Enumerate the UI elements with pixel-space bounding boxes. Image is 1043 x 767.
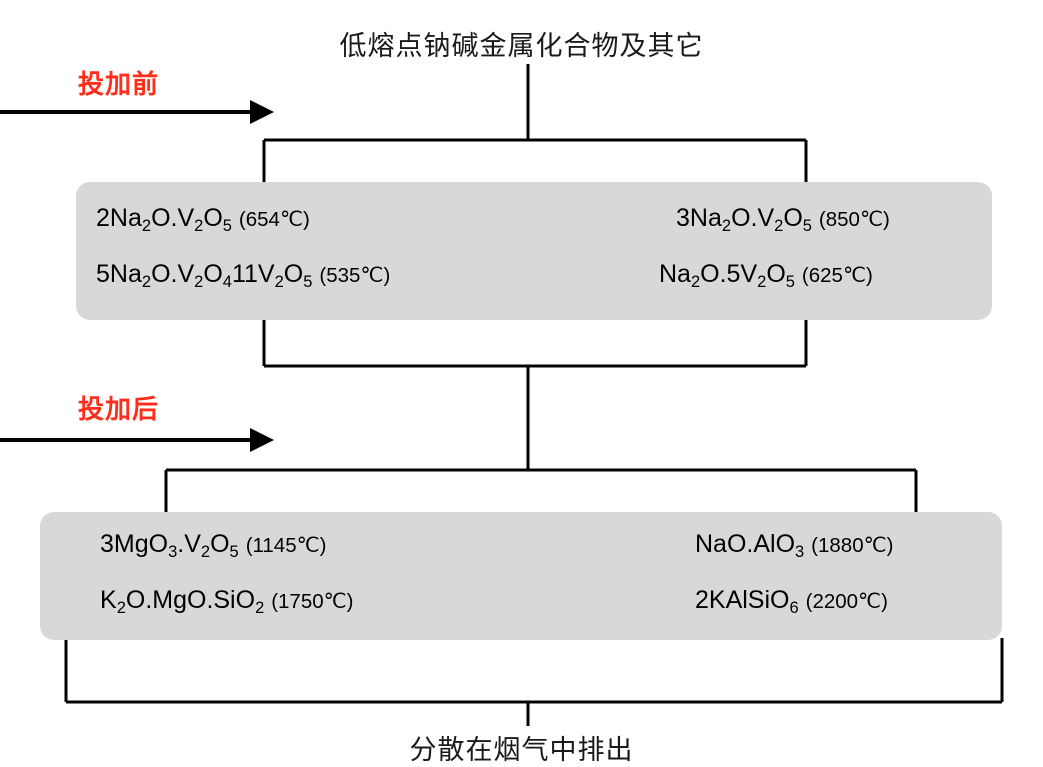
temperature-value: (1145℃) <box>245 534 327 557</box>
arrow-label-before: 投加前 <box>78 69 160 99</box>
temperature-value: (535℃) <box>319 264 391 287</box>
diagram-title-bottom: 分散在烟气中排出 <box>409 735 634 765</box>
compound-cell: 5Na2O.V2O411V2O5 (535℃) <box>96 260 391 291</box>
arrow-label-after: 投加后 <box>78 394 160 424</box>
temperature-value: (625℃) <box>801 264 873 287</box>
temperature-value: (1750℃) <box>271 590 354 613</box>
compound-cell: 2KAlSiO6 (2200℃) <box>695 586 888 617</box>
compound-cell: 3Na2O.V2O5 (850℃) <box>676 204 890 235</box>
compound-cell: 2Na2O.V2O5 (654℃) <box>96 204 310 235</box>
compound-cell: K2O.MgO.SiO2 (1750℃) <box>100 586 354 617</box>
diagram-title-top: 低熔点钠碱金属化合物及其它 <box>339 31 704 61</box>
compound-box-bottom: 3MgO3.V2O5 (1145℃) NaO.AlO3 (1880℃) K2O.… <box>40 512 1002 640</box>
temperature-value: (850℃) <box>818 208 890 231</box>
compound-cell: NaO.AlO3 (1880℃) <box>695 530 894 561</box>
temperature-value: (654℃) <box>238 208 310 231</box>
compound-cell: Na2O.5V2O5 (625℃) <box>659 260 873 291</box>
temperature-value: (2200℃) <box>805 590 888 613</box>
compound-box-top: 2Na2O.V2O5 (654℃) 3Na2O.V2O5 (850℃) 5Na2… <box>76 182 992 320</box>
temperature-value: (1880℃) <box>811 534 894 557</box>
compound-cell: 3MgO3.V2O5 (1145℃) <box>100 530 327 561</box>
